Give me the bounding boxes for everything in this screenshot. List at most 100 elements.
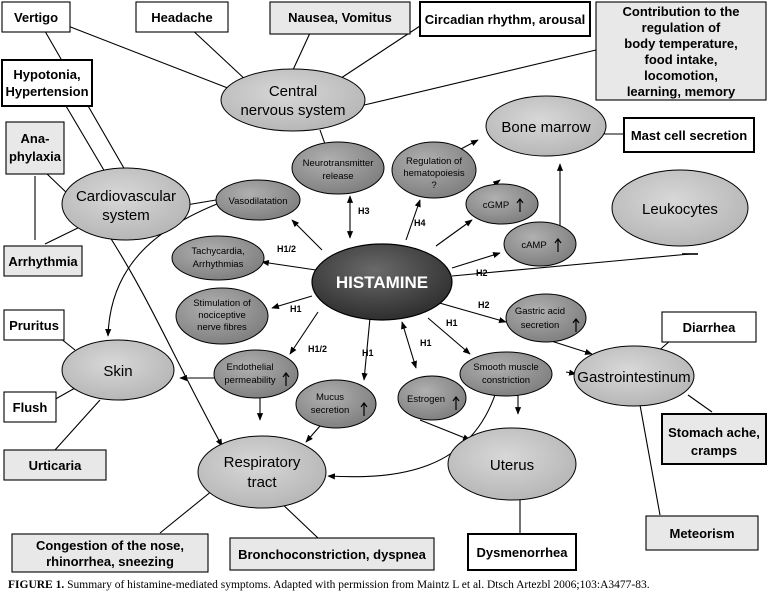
receptor-label-h2-camp: H2 <box>476 268 488 278</box>
mechanism-label: Tachycardia, <box>191 246 244 257</box>
symptom-box-dysmenorrhea: Dysmenorrhea <box>467 533 577 571</box>
mechanism-label: Mucus <box>316 392 344 403</box>
symptom-box-circadian: Circadian rhythm, arousal <box>419 1 591 37</box>
mechanism-tachycardia: Tachycardia, Arrhythmias <box>171 235 265 281</box>
symptom-label: Dysmenorrhea <box>476 545 568 560</box>
symptom-label: Circadian rhythm, arousal <box>425 12 585 27</box>
mechanism-label: ? <box>431 180 436 191</box>
symptom-label: body temperature, <box>624 36 737 51</box>
symptom-box-vertigo: Vertigo <box>1 1 71 33</box>
mechanism-label: Arrhythmias <box>193 259 244 270</box>
organ-label: Central <box>269 83 317 100</box>
up-arrow-icon <box>282 372 290 386</box>
mechanism-vasodilatation: Vasodilatation <box>215 179 301 221</box>
mechanism-cgmp: cGMP <box>465 183 539 225</box>
organ-label: Leukocytes <box>642 201 718 218</box>
symptom-label: Hypotonia, <box>13 67 80 82</box>
symptom-label: Stomach ache, <box>668 425 760 440</box>
symptom-label: Mast cell secretion <box>631 128 747 143</box>
mechanism-estrogen: Estrogen <box>397 375 467 421</box>
organ-bone-marrow: Bone marrow <box>485 95 607 157</box>
mechanism-label: cAMP <box>521 240 546 251</box>
symptom-box-contribution: Contribution to the regulation of body t… <box>595 1 767 101</box>
mechanism-label: Neurotransmitter <box>303 158 374 169</box>
symptom-label: Vertigo <box>14 10 58 25</box>
symptom-label: Pruritus <box>9 318 59 333</box>
symptom-box-nausea: Nausea, Vomitus <box>269 1 411 35</box>
organ-respiratory: Respiratory tract <box>197 435 327 509</box>
mechanism-label: nerve fibres <box>197 322 247 333</box>
mechanism-label: hematopoiesis <box>403 168 465 179</box>
up-arrow-icon <box>360 402 368 416</box>
symptom-box-hypotonia: Hypotonia, Hypertension <box>1 59 93 107</box>
histamine-node: HISTAMINE <box>311 243 453 321</box>
up-arrow-icon <box>516 198 524 212</box>
organ-label: system <box>102 207 150 224</box>
organ-label: Gastrointestinum <box>577 369 690 386</box>
mechanism-label: Estrogen <box>407 394 445 405</box>
histamine-label: HISTAMINE <box>336 273 428 292</box>
organ-label: nervous system <box>240 102 345 119</box>
mechanism-label: Smooth muscle <box>473 362 538 373</box>
symptom-label: Bronchoconstriction, dyspnea <box>238 547 427 562</box>
receptor-label-h1-mucus: H1 <box>362 348 374 358</box>
organ-label: Respiratory <box>224 454 301 471</box>
symptom-label: Arrhythmia <box>8 254 78 269</box>
symptom-label: locomotion, <box>644 68 718 83</box>
symptom-label: Headache <box>151 10 212 25</box>
symptom-label: Nausea, Vomitus <box>288 10 392 25</box>
mechanism-label: release <box>322 171 353 182</box>
organ-skin: Skin <box>61 339 175 401</box>
caption-label: FIGURE 1. <box>8 579 64 591</box>
organ-label: Uterus <box>490 457 534 474</box>
mechanism-label: secretion <box>311 405 350 416</box>
mechanism-label: Regulation of <box>406 156 462 167</box>
caption-text: Summary of histamine-mediated symptoms. … <box>64 579 649 591</box>
mechanism-label: constriction <box>482 375 530 386</box>
symptom-label: Meteorism <box>669 526 734 541</box>
mechanism-label: Endothelial <box>226 362 273 373</box>
mechanism-label: secretion <box>521 320 560 331</box>
receptor-labels: H3 H4 H1/2 H2 H1 H2 H1/2 H1 H1 H1 <box>277 206 490 358</box>
symptom-label: Ana- <box>21 131 50 146</box>
organ-cns: Central nervous system <box>220 68 366 132</box>
symptom-box-headache: Headache <box>135 1 229 33</box>
symptom-box-bronchoconstriction: Bronchoconstriction, dyspnea <box>229 537 435 571</box>
receptor-label-h1-noci: H1 <box>290 304 302 314</box>
mechanism-label: permeability <box>224 375 275 386</box>
mechanism-camp: cAMP <box>503 221 577 267</box>
receptor-label-h12-tachy: H1/2 <box>277 244 296 254</box>
organ-uterus: Uterus <box>447 427 577 501</box>
mechanism-smooth-muscle: Smooth muscle constriction <box>459 351 553 397</box>
mechanism-label: Stimulation of <box>193 298 251 309</box>
organ-leukocytes: Leukocytes <box>611 169 749 247</box>
figure-caption: FIGURE 1. Summary of histamine-mediated … <box>8 579 650 591</box>
symptom-box-pruritus: Pruritus <box>3 309 65 341</box>
receptor-label-h4: H4 <box>414 218 426 228</box>
symptom-box-congestion: Congestion of the nose, rhinorrhea, snee… <box>11 533 209 573</box>
symptom-label: cramps <box>691 443 737 458</box>
organ-gastrointestinum: Gastrointestinum <box>573 345 695 407</box>
organ-cardiovascular: Cardiovascular system <box>61 167 191 241</box>
receptor-label-h2-gastric: H2 <box>478 300 490 310</box>
symptom-label: phylaxia <box>9 149 62 164</box>
organ-label: Bone marrow <box>501 119 590 136</box>
mechanism-neurotransmitter: Neurotransmitter release <box>291 141 385 195</box>
mechanism-label: cGMP <box>483 200 509 211</box>
symptom-label: learning, memory <box>627 84 736 99</box>
organ-label: Skin <box>103 363 132 380</box>
symptom-label: Congestion of the nose, <box>36 538 184 553</box>
mechanism-nociceptive: Stimulation of nociceptive nerve fibres <box>175 287 269 345</box>
symptom-box-anaphylaxia: Ana- phylaxia <box>5 121 65 175</box>
mechanism-label: Gastric acid <box>515 306 565 317</box>
up-arrow-icon <box>554 238 562 252</box>
pathway-arrows <box>105 139 698 480</box>
symptom-box-flush: Flush <box>3 391 57 423</box>
symptom-box-mast-cell: Mast cell secretion <box>623 117 755 153</box>
organ-label: Cardiovascular <box>76 188 176 205</box>
symptom-box-urticaria: Urticaria <box>3 449 107 481</box>
receptor-label-h3: H3 <box>358 206 370 216</box>
symptom-box-diarrhea: Diarrhea <box>661 311 757 343</box>
mechanism-hematopoiesis: Regulation of hematopoiesis ? <box>391 141 477 199</box>
